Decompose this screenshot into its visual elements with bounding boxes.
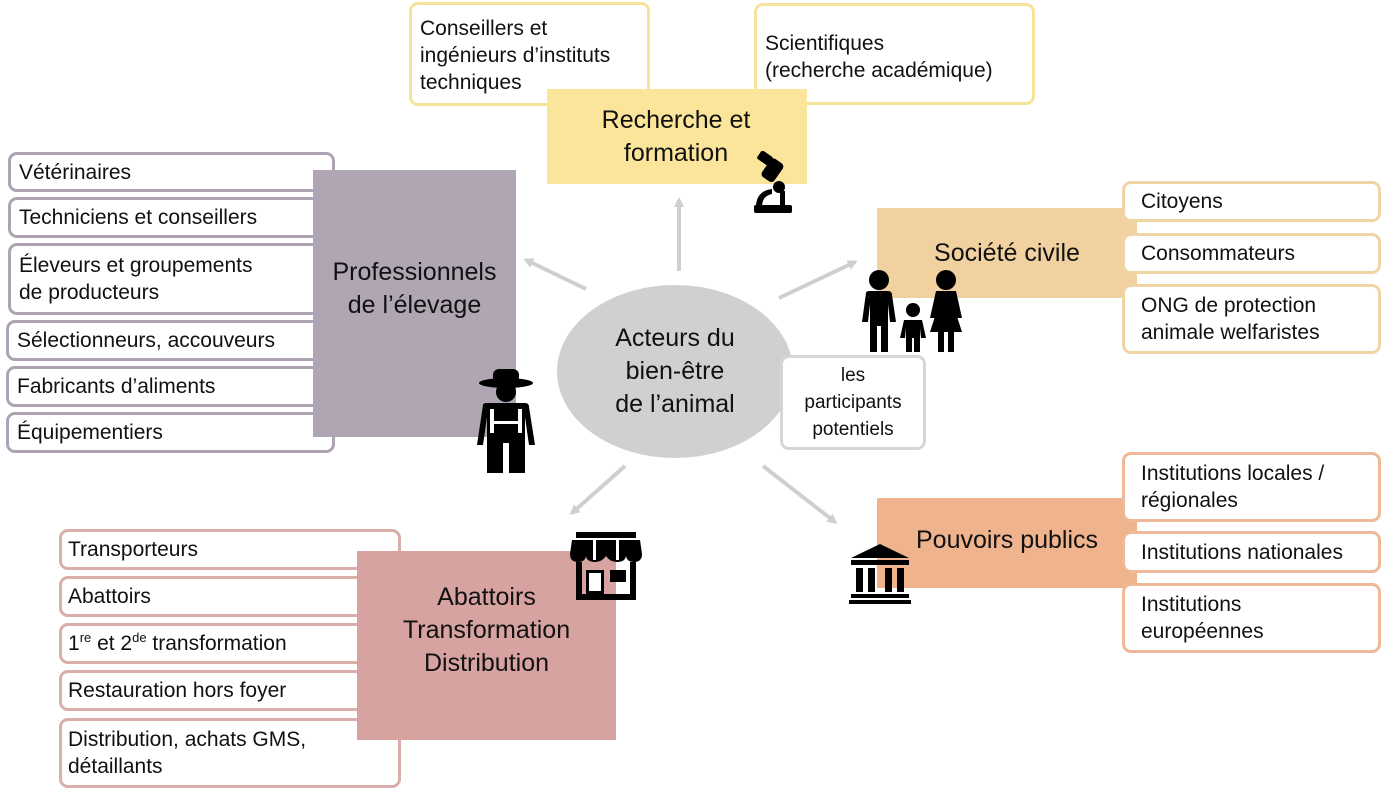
center-ellipse: Acteurs du bien-être de l’animal bbox=[557, 285, 793, 458]
pro-item-veterinaires: Vétérinaires bbox=[8, 152, 335, 192]
center-title-line: Acteurs du bbox=[615, 324, 735, 352]
item-line: régionales bbox=[1141, 489, 1238, 512]
note-line: participants bbox=[804, 392, 902, 413]
center-title-line: de l’animal bbox=[615, 390, 735, 418]
item-line: détaillants bbox=[68, 755, 163, 778]
item-superscript: re bbox=[79, 630, 92, 645]
item-line: techniques bbox=[420, 71, 522, 94]
aba-item-restauration: Restauration hors foyer bbox=[59, 670, 401, 711]
item-line: Conseillers et bbox=[420, 17, 548, 40]
item-line: de producteurs bbox=[19, 281, 160, 304]
societe-item-citoyens: Citoyens bbox=[1122, 181, 1381, 222]
category-title-line: Recherche et bbox=[601, 105, 751, 134]
pouvoirs-item-europeennes: Institutions européennes bbox=[1122, 583, 1381, 653]
pro-item-selectionneurs: Sélectionneurs, accouveurs bbox=[6, 320, 335, 361]
abattoirs-category-box: Abattoirs Transformation Distribution bbox=[357, 551, 616, 740]
item-line: Consommateurs bbox=[1141, 242, 1296, 265]
category-title-line: Pouvoirs publics bbox=[915, 525, 1099, 554]
arrow-to-societe bbox=[778, 260, 858, 300]
arrow-to-abattoirs bbox=[569, 464, 627, 515]
societe-item-ong: ONG de protection animale welfaristes bbox=[1122, 284, 1381, 354]
societe-item-consommateurs: Consommateurs bbox=[1122, 233, 1381, 274]
item-line: ingénieurs d’instituts bbox=[420, 44, 611, 67]
item-text-part: transformation bbox=[146, 632, 287, 655]
item-line: Fabricants d’aliments bbox=[17, 375, 216, 398]
pouvoirs-item-nationales: Institutions nationales bbox=[1122, 531, 1381, 573]
item-line: Institutions locales / bbox=[1141, 462, 1325, 485]
farmer-icon bbox=[477, 369, 535, 473]
item-line: 1re et 2de transformation bbox=[68, 630, 287, 657]
pouvoirs-category-box: Pouvoirs publics bbox=[877, 498, 1137, 588]
family-icon bbox=[862, 270, 962, 352]
center-title-line: bien-être bbox=[625, 357, 725, 385]
item-line: Sélectionneurs, accouveurs bbox=[17, 329, 275, 352]
participants-note: les participants potentiels bbox=[780, 355, 926, 450]
professionnels-category-box: Professionnels de l’élevage bbox=[313, 170, 516, 437]
item-line: Scientifiques bbox=[765, 32, 885, 55]
aba-item-abattoirs: Abattoirs bbox=[59, 576, 401, 617]
government-building-icon bbox=[849, 544, 911, 604]
category-title-line: formation bbox=[623, 138, 729, 167]
item-line: Abattoirs bbox=[68, 585, 151, 608]
pro-item-techniciens: Techniciens et conseillers bbox=[8, 197, 335, 238]
category-title-line: Société civile bbox=[934, 238, 1080, 267]
item-line: Techniciens et conseillers bbox=[19, 206, 258, 229]
item-superscript: de bbox=[132, 630, 147, 645]
arrow-to-professionnels bbox=[523, 258, 587, 291]
item-line: Institutions nationales bbox=[1141, 540, 1343, 564]
note-line: potentiels bbox=[812, 419, 894, 440]
item-text-part: 1 bbox=[68, 632, 80, 655]
aba-item-transformation: 1re et 2de transformation bbox=[59, 623, 401, 664]
category-title-line: Professionnels bbox=[332, 257, 497, 286]
recherche-category-box: Recherche et formation bbox=[547, 89, 807, 184]
item-line: Éleveurs et groupements bbox=[19, 254, 253, 277]
aba-item-transporteurs: Transporteurs bbox=[59, 529, 401, 570]
item-line: Institutions bbox=[1141, 593, 1242, 616]
recherche-item-conseillers: Conseillers et ingénieurs d’instituts te… bbox=[409, 2, 650, 106]
item-line: Transporteurs bbox=[68, 538, 198, 561]
item-line: animale welfaristes bbox=[1141, 321, 1320, 344]
pro-item-eleveurs: Éleveurs et groupements de producteurs bbox=[8, 243, 335, 315]
item-line: européennes bbox=[1141, 620, 1264, 643]
category-title-line: Distribution bbox=[423, 649, 550, 677]
pro-item-fabricants: Fabricants d’aliments bbox=[6, 366, 335, 407]
item-line: Distribution, achats GMS, bbox=[68, 728, 307, 751]
item-line: (recherche académique) bbox=[765, 59, 993, 82]
item-line: Restauration hors foyer bbox=[68, 679, 287, 702]
item-line: Citoyens bbox=[1141, 190, 1223, 213]
store-icon bbox=[570, 532, 642, 600]
pouvoirs-item-locales: Institutions locales / régionales bbox=[1122, 452, 1381, 522]
item-text-part: et 2 bbox=[91, 632, 133, 655]
item-line: Équipementiers bbox=[17, 421, 163, 444]
arrow-to-pouvoirs bbox=[761, 464, 838, 524]
recherche-item-scientifiques: Scientifiques (recherche académique) bbox=[754, 3, 1035, 105]
item-line: ONG de protection bbox=[1141, 294, 1317, 317]
note-line: les bbox=[840, 365, 866, 386]
pro-item-equipementiers: Équipementiers bbox=[6, 412, 335, 453]
item-line: Vétérinaires bbox=[19, 160, 132, 184]
aba-item-distribution: Distribution, achats GMS, détaillants bbox=[59, 718, 401, 788]
category-title-line: Abattoirs bbox=[437, 583, 536, 611]
category-title-line: de l’élevage bbox=[347, 290, 482, 319]
societe-category-box: Société civile bbox=[877, 208, 1137, 298]
category-title-line: Transformation bbox=[402, 616, 571, 644]
microscope-icon bbox=[754, 151, 792, 213]
